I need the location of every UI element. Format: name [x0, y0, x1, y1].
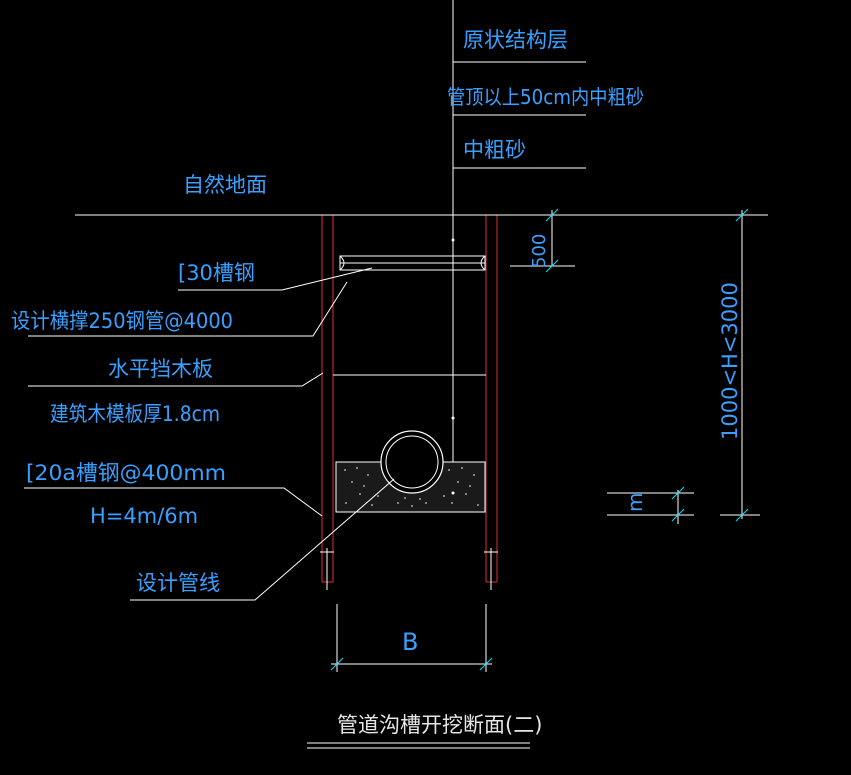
design-pipe: [380, 430, 444, 494]
label-pipeline: 设计管线: [136, 571, 220, 595]
label-formwork: 建筑木模板厚1.8cm: [50, 402, 220, 426]
dim-B-label: B: [402, 628, 418, 656]
center-mark-2: [451, 416, 455, 420]
label-coarse-sand-top: 管顶以上50cm内中粗砂: [447, 85, 644, 109]
dim-B-lines: [330, 604, 493, 672]
label-board: 水平挡木板: [108, 357, 213, 381]
right-sheet-pile: [483, 214, 500, 590]
dim-m-lines: [607, 486, 694, 524]
leader-channel-30: [178, 267, 373, 291]
dim-H-lines: [720, 208, 760, 522]
center-mark-3: [451, 491, 455, 495]
label-channel-20a: [20a槽钢@400mm: [26, 461, 226, 485]
drawing-title: 管道沟槽开挖断面(二): [337, 713, 542, 737]
leader-board: [28, 372, 324, 387]
center-mark-1: [451, 238, 455, 242]
leader-channel-20a: [24, 487, 323, 517]
leader-strut: [28, 281, 348, 337]
label-original-structure: 原状结构层: [463, 28, 568, 52]
dim-500-label: 500: [529, 234, 550, 268]
dim-m-label: m: [623, 493, 647, 512]
label-strut: 设计横撑250钢管@4000: [11, 309, 233, 333]
steel-strut: [339, 255, 486, 271]
leader-pipeline: [130, 478, 395, 601]
label-natural-ground: 自然地面: [183, 173, 267, 197]
dim-500-lines: [510, 208, 575, 273]
left-sheet-pile: [319, 214, 336, 590]
label-height-spec: H=4m/6m: [90, 504, 198, 528]
label-coarse-sand: 中粗砂: [463, 138, 526, 162]
label-channel-30: [30槽钢: [178, 261, 255, 285]
dim-H-label: 1000<H<3000: [718, 282, 742, 440]
